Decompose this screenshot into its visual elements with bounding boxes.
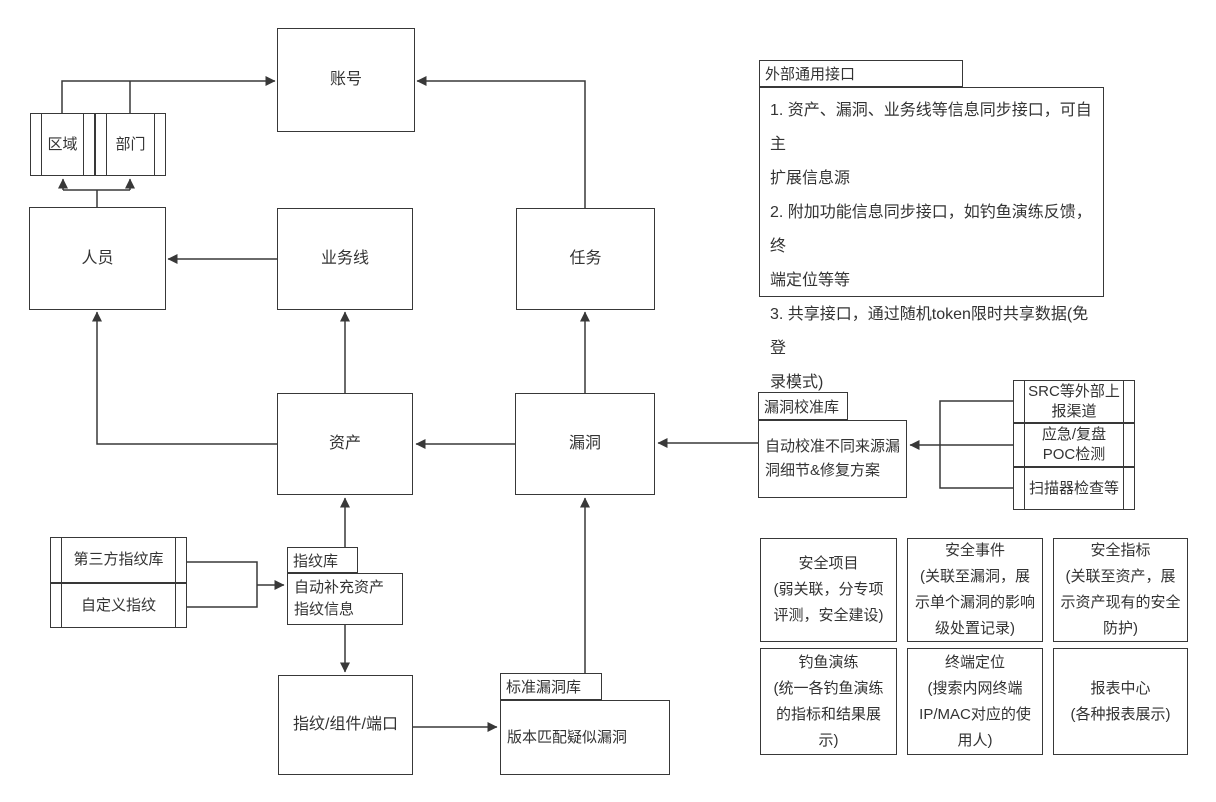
arrow-region-dept-to-account — [61, 76, 276, 113]
feature-security-event-text: 安全事件 (关联至漏洞，展 示单个漏洞的影响 级处置记录) — [914, 542, 1035, 637]
node-business-line-label: 业务线 — [320, 250, 369, 267]
node-personnel-label: 人员 — [81, 249, 114, 267]
standard-vuln-lib-package-title: 标准漏洞库 — [506, 679, 582, 696]
fingerprint-lib-package-tab: 指纹库 — [287, 547, 358, 573]
feature-security-project: 安全项目 (弱关联，分专项 评测，安全建设) — [760, 538, 897, 642]
external-api-package-tab: 外部通用接口 — [759, 60, 963, 87]
feature-security-metric: 安全指标 (关联至资产，展 示资产现有的安全 防护) — [1053, 538, 1188, 642]
feature-report-center-text: 报表中心 (各种报表展示) — [1070, 679, 1171, 723]
vuln-calibration-package-title: 漏洞校准库 — [764, 398, 840, 416]
node-src-report-channel-label: SRC等外部上 报渠道 — [1028, 382, 1120, 420]
bracket-vuln-sources — [939, 400, 1013, 489]
fingerprint-lib-package-title: 指纹库 — [293, 552, 339, 570]
node-personnel: 人员 — [29, 207, 166, 310]
arrow-task-to-account — [416, 76, 586, 208]
vuln-calibration-package-text: 自动校准不同来源漏 洞细节&修复方案 — [765, 438, 901, 479]
node-vulnerability-label: 漏洞 — [568, 435, 601, 452]
feature-terminal-locating-text: 终端定位 (搜索内网终端 IP/MAC对应的使 用人) — [919, 653, 1031, 749]
feature-report-center: 报表中心 (各种报表展示) — [1053, 648, 1188, 755]
fingerprint-lib-package-body: 自动补充资产 指纹信息 — [287, 573, 403, 625]
node-src-report-channel: SRC等外部上 报渠道 — [1013, 380, 1135, 423]
node-emergency-poc-check: 应急/复盘 POC检测 — [1013, 423, 1135, 467]
node-task: 任务 — [516, 208, 655, 310]
external-api-package-body: 1. 资产、漏洞、业务线等信息同步接口，可自主 扩展信息源 2. 附加功能信息同… — [759, 87, 1104, 391]
vuln-calibration-package-body: 自动校准不同来源漏 洞细节&修复方案 — [758, 420, 907, 498]
node-scanner-check-label: 扫描器检查等 — [1028, 479, 1119, 497]
node-vulnerability: 漏洞 — [515, 393, 655, 495]
node-account-label: 账号 — [329, 71, 362, 88]
node-department: 部门 — [95, 113, 166, 176]
feature-phishing-drill: 钓鱼演练 (统一各钓鱼演练 的指标和结果展 示) — [760, 648, 897, 755]
node-custom-fingerprint: 自定义指纹 — [50, 583, 187, 628]
node-region-label: 区域 — [47, 135, 78, 153]
node-asset-label: 资产 — [328, 435, 361, 452]
node-third-party-fingerprint-lib: 第三方指纹库 — [50, 537, 187, 583]
node-scanner-check: 扫描器检查等 — [1013, 467, 1135, 510]
arrow-asset-to-personnel — [92, 311, 277, 445]
fingerprint-lib-package-text: 自动补充资产 指纹信息 — [294, 579, 385, 618]
node-custom-fingerprint-label: 自定义指纹 — [80, 596, 156, 614]
node-third-party-fingerprint-lib-label: 第三方指纹库 — [73, 551, 164, 568]
node-department-label: 部门 — [115, 135, 146, 153]
node-business-line: 业务线 — [277, 208, 413, 310]
node-region: 区域 — [30, 113, 95, 176]
feature-security-metric-text: 安全指标 (关联至资产，展 示资产现有的安全 防护) — [1060, 542, 1181, 637]
standard-vuln-lib-package-body: 版本匹配疑似漏洞 — [500, 700, 670, 775]
feature-terminal-locating: 终端定位 (搜索内网终端 IP/MAC对应的使 用人) — [907, 648, 1043, 755]
vuln-calibration-package-tab: 漏洞校准库 — [758, 392, 848, 420]
bracket-fingerprint-sources — [187, 561, 258, 608]
node-fingerprint-component-port: 指纹/组件/端口 — [278, 675, 413, 775]
standard-vuln-lib-package-tab: 标准漏洞库 — [500, 673, 602, 700]
external-api-package-text: 1. 资产、漏洞、业务线等信息同步接口，可自主 扩展信息源 2. 附加功能信息同… — [770, 102, 1092, 391]
node-task-label: 任务 — [569, 250, 602, 267]
feature-security-event: 安全事件 (关联至漏洞，展 示单个漏洞的影响 级处置记录) — [907, 538, 1043, 642]
node-fingerprint-component-port-label: 指纹/组件/端口 — [293, 716, 398, 733]
node-emergency-poc-check-label: 应急/复盘 POC检测 — [1041, 426, 1107, 463]
external-api-package-title: 外部通用接口 — [765, 66, 856, 83]
standard-vuln-lib-package-text: 版本匹配疑似漏洞 — [507, 728, 628, 746]
feature-phishing-drill-text: 钓鱼演练 (统一各钓鱼演练 的指标和结果展 示) — [773, 653, 884, 749]
node-asset: 资产 — [277, 393, 413, 495]
feature-security-project-text: 安全项目 (弱关联，分专项 评测，安全建设) — [773, 555, 884, 624]
node-account: 账号 — [277, 28, 415, 132]
